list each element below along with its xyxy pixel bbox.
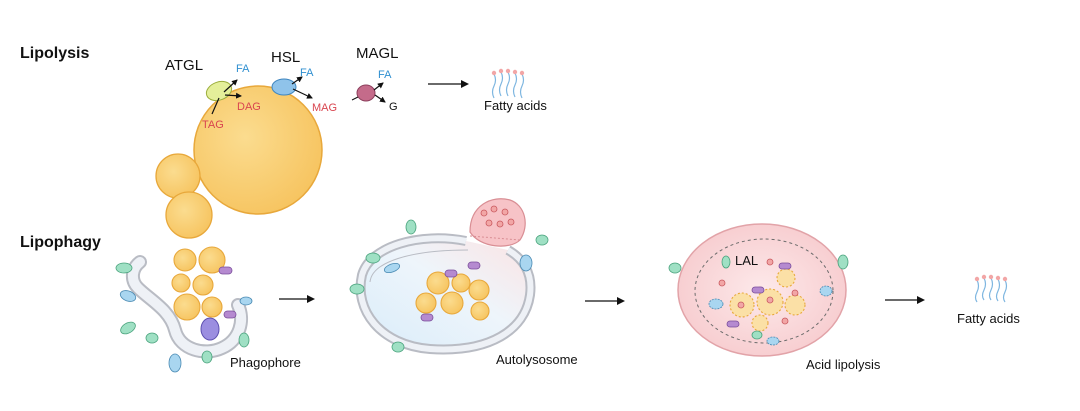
phagophore-receptor-2 [119, 290, 137, 302]
autolysosome-receptor-2 [365, 252, 381, 264]
autolysosome-receptor-5 [391, 341, 405, 353]
hsl-fa-label: FA [300, 67, 314, 79]
fatty-acids-icon-top [491, 68, 525, 99]
tag-label: TAG [202, 119, 224, 131]
magl-input-line [351, 96, 359, 101]
atgl-enzyme [205, 80, 233, 102]
phagophore-receptor-8 [239, 296, 253, 306]
lysosome-fragment-4 [766, 336, 780, 346]
atgl-fa-arrow [223, 79, 238, 93]
lysosome-enzyme-dot [496, 220, 504, 228]
phagophore-receptor-3 [120, 321, 136, 335]
magl-g-arrow [374, 94, 386, 103]
lal-enzyme-dot [737, 301, 745, 309]
phagophore-droplet-5 [173, 293, 201, 321]
phagophore-receptor-7 [238, 332, 250, 348]
atgl-fa-label: FA [236, 63, 250, 75]
autolysosome-label: Autolysosome [496, 352, 578, 367]
phagophore-droplet-1 [173, 248, 197, 272]
lysosome-enzyme-dot [485, 219, 493, 227]
autolysosome-droplet-3 [415, 292, 437, 314]
phagophore-adaptor-2 [223, 310, 237, 319]
fusion-boundary [469, 235, 521, 241]
autolysosome-receptor-7 [535, 234, 549, 246]
lysosome-inner-membrane [694, 238, 834, 344]
atgl-dag-arrow [224, 92, 242, 99]
lysosome-enzyme-dot [507, 218, 515, 226]
lipid-droplet-medium-2 [165, 191, 213, 239]
lysosome-fragment-2 [708, 298, 724, 310]
phagophore-droplet-6 [201, 296, 223, 318]
phagophore-droplet-4 [192, 274, 214, 296]
phagophore-receptor-5 [168, 353, 182, 373]
lal-enzyme-dot [791, 289, 799, 297]
lysosome-fragment-5 [819, 285, 833, 297]
lal-enzyme-dot [766, 296, 774, 304]
phagophore-receptor-4 [145, 332, 159, 344]
hsl-fa-arrow [291, 76, 303, 85]
digesting-droplet-3 [784, 294, 806, 316]
lysosome-adaptor-1 [778, 262, 792, 270]
lysosome-enzyme-dot [480, 209, 488, 217]
lysosome-receptor-1 [668, 262, 682, 274]
lal-enzyme-dot [781, 317, 789, 325]
lysosome-fragment-1 [721, 255, 731, 269]
autolysosome-droplet-6 [470, 301, 490, 321]
lysosome-fragment-3 [751, 330, 763, 340]
autolysosome-adaptor-3 [420, 313, 434, 322]
glycerol-label: G [389, 101, 398, 113]
lal-enzyme-dot [718, 279, 726, 287]
magl-label: MAGL [356, 45, 399, 62]
phagophore [126, 255, 248, 359]
fatty-acids-icon-bottom [974, 274, 1008, 303]
fatty-acids-label-bottom: Fatty acids [957, 311, 1020, 326]
tag-line [211, 97, 220, 115]
phagophore-purple-protein [200, 317, 220, 341]
acid-lipolysis-label: Acid lipolysis [806, 357, 881, 372]
lipolysis-title: Lipolysis [20, 45, 89, 62]
lysosome-adaptor-2 [751, 286, 765, 294]
phagophore-label: Phagophore [230, 355, 301, 370]
magl-fa-arrow [373, 82, 384, 91]
atgl-label: ATGL [165, 57, 203, 74]
lysosome-receptor-2 [837, 254, 849, 270]
hsl-label: HSL [271, 49, 300, 66]
magl-fa-label: FA [378, 69, 392, 81]
lal-enzyme-dot [766, 258, 774, 266]
autolysosome-receptor-1 [405, 219, 417, 235]
autolysosome-receptor-3 [383, 262, 401, 274]
large-lipid-droplet [193, 85, 323, 215]
lipophagy-title: Lipophagy [20, 234, 101, 251]
autolysosome-receptor-6 [519, 254, 533, 272]
mag-label: MAG [312, 102, 337, 114]
lysosome-enzyme-dot [490, 205, 498, 213]
magl-enzyme [356, 84, 376, 102]
autolysosome-receptor-4 [349, 283, 365, 295]
phagophore-receptor-1 [115, 262, 133, 274]
phagophore-droplet-3 [171, 273, 191, 293]
digesting-droplet-4 [751, 314, 769, 332]
hsl-enzyme [271, 78, 297, 96]
autolysosome-droplet-1 [426, 271, 450, 295]
autolysosome-droplet-4 [440, 291, 464, 315]
hsl-mag-arrow [292, 88, 313, 99]
phagophore-adaptor-1 [218, 266, 233, 275]
dag-label: DAG [237, 101, 261, 113]
lysosome-enzyme-dot [501, 208, 509, 216]
autolysosome-droplet-2 [451, 273, 471, 293]
autolysosome-droplet-5 [468, 279, 490, 301]
phagophore-receptor-6 [201, 350, 213, 364]
autolysosome-adaptor-2 [444, 269, 458, 278]
digesting-droplet-5 [776, 268, 796, 288]
lysosome-adaptor-3 [726, 320, 740, 328]
fatty-acids-label-top: Fatty acids [484, 98, 547, 113]
lipid-droplet-medium-1 [155, 153, 201, 199]
phagophore-droplet-2 [198, 246, 226, 274]
autolysosome-adaptor-1 [467, 261, 481, 270]
lal-label: LAL [735, 253, 758, 268]
